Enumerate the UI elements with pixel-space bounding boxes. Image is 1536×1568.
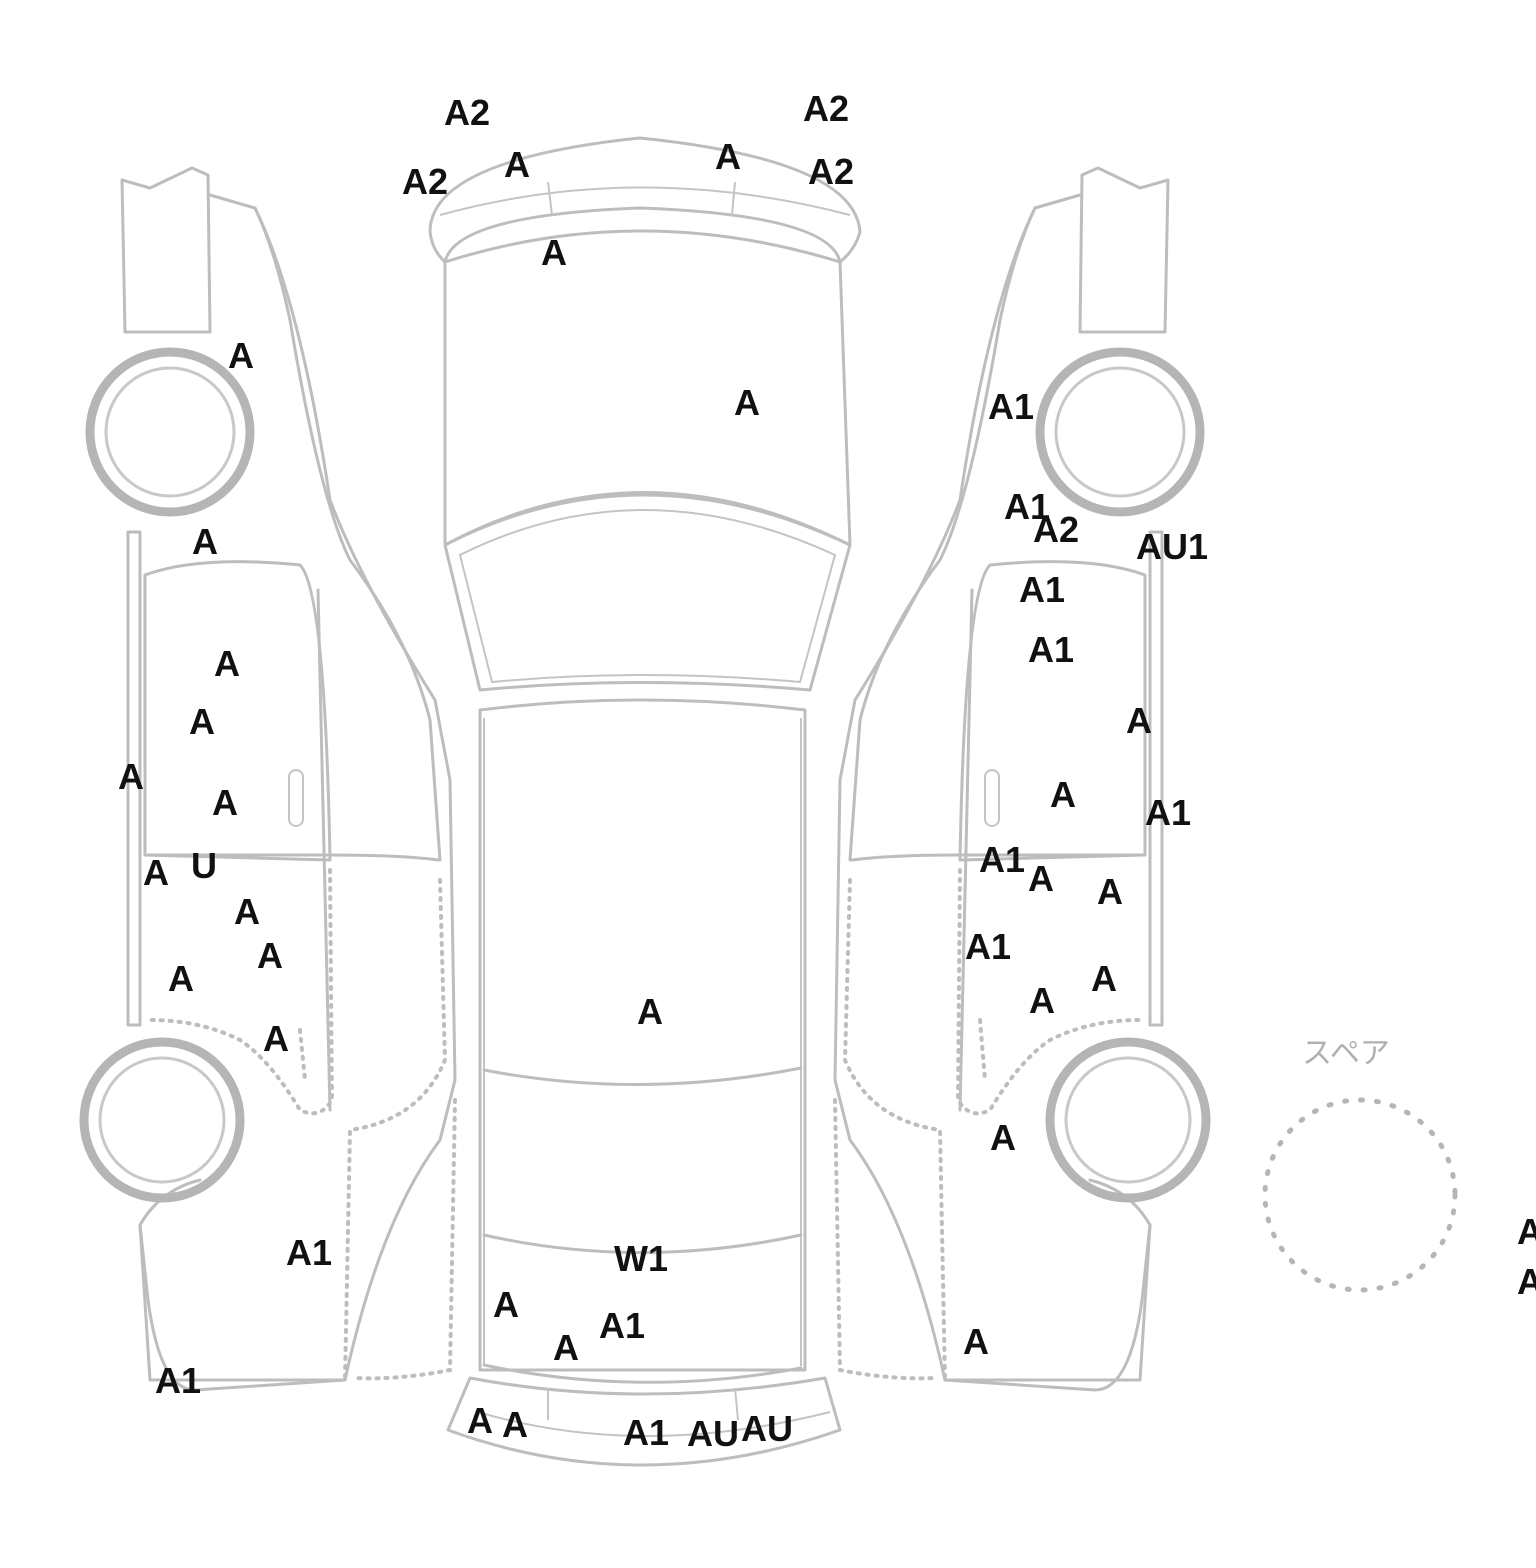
damage-code: A bbox=[553, 1327, 579, 1368]
damage-code: A bbox=[189, 701, 215, 742]
damage-code: A bbox=[1028, 858, 1054, 899]
left-front-wheel bbox=[85, 347, 255, 517]
right-rocker-panel bbox=[1148, 530, 1164, 1027]
damage-code: A bbox=[990, 1117, 1016, 1158]
damage-code: A bbox=[1091, 958, 1117, 999]
damage-code: A bbox=[1029, 980, 1055, 1021]
rear-bumper bbox=[446, 1376, 842, 1467]
spare-label: スペア bbox=[1302, 1036, 1390, 1071]
damage-code: A bbox=[214, 643, 240, 684]
damage-code: A bbox=[502, 1404, 528, 1445]
damage-code: U bbox=[191, 845, 217, 886]
damage-code: A1 bbox=[1004, 486, 1051, 527]
damage-code: A bbox=[734, 382, 760, 423]
damage-code: A bbox=[192, 521, 218, 562]
damage-code: A bbox=[234, 891, 260, 932]
damage-code: AU bbox=[687, 1413, 739, 1454]
damage-code: A bbox=[1126, 700, 1152, 741]
damage-code: A1 bbox=[1145, 792, 1192, 833]
spare-tire: スペア bbox=[1262, 1036, 1458, 1293]
damage-code: A bbox=[263, 1018, 289, 1059]
left-front-door bbox=[143, 560, 332, 862]
damage-code: A bbox=[1517, 1211, 1536, 1252]
damage-code: A1 bbox=[1019, 569, 1066, 610]
damage-code: A bbox=[1097, 871, 1123, 912]
damage-code: A1 bbox=[965, 926, 1012, 967]
damage-code: A bbox=[1050, 774, 1076, 815]
hood bbox=[443, 229, 852, 547]
right-front-wheel bbox=[1035, 347, 1205, 517]
damage-code: A bbox=[168, 958, 194, 999]
damage-code: W1 bbox=[614, 1238, 668, 1279]
damage-code: A bbox=[212, 782, 238, 823]
damage-code: A2 bbox=[1033, 509, 1080, 550]
damage-code: A1 bbox=[599, 1305, 646, 1346]
damage-code: A1 bbox=[286, 1232, 333, 1273]
damage-code: A bbox=[228, 335, 254, 376]
spare-tire-circle bbox=[1262, 1097, 1458, 1293]
center-top-view bbox=[428, 136, 862, 1467]
left-side-view bbox=[79, 166, 457, 1392]
damage-code: AU bbox=[741, 1408, 793, 1449]
right-front-door bbox=[958, 560, 1147, 862]
damage-code: A bbox=[143, 852, 169, 893]
damage-code: A2 bbox=[402, 161, 449, 202]
left-rear-wheel bbox=[79, 1037, 245, 1203]
damage-code: A bbox=[257, 935, 283, 976]
damage-code: A bbox=[504, 144, 530, 185]
damage-code: A1 bbox=[988, 386, 1035, 427]
roof bbox=[478, 698, 807, 1372]
right-rear-wheel bbox=[1045, 1037, 1211, 1203]
damage-code: A bbox=[493, 1284, 519, 1325]
front-bumper bbox=[428, 136, 862, 264]
damage-code: A bbox=[467, 1400, 493, 1441]
damage-code: A2 bbox=[803, 88, 850, 129]
damage-code: A bbox=[118, 756, 144, 797]
damage-code: A bbox=[715, 136, 741, 177]
damage-code: A1 bbox=[1028, 629, 1075, 670]
damage-code: A1 bbox=[979, 839, 1026, 880]
windshield bbox=[443, 491, 852, 692]
left-rocker-panel bbox=[126, 530, 142, 1027]
damage-code: A bbox=[637, 991, 663, 1032]
damage-code: A bbox=[541, 232, 567, 273]
damage-code: A2 bbox=[808, 151, 855, 192]
damage-code: A bbox=[1517, 1261, 1536, 1302]
damage-code: A bbox=[963, 1321, 989, 1362]
right-side-view bbox=[833, 166, 1211, 1392]
damage-code: AU1 bbox=[1136, 526, 1209, 567]
damage-code: A2 bbox=[444, 92, 491, 133]
damage-code: A1 bbox=[155, 1360, 202, 1401]
damage-code: A1 bbox=[623, 1412, 670, 1453]
